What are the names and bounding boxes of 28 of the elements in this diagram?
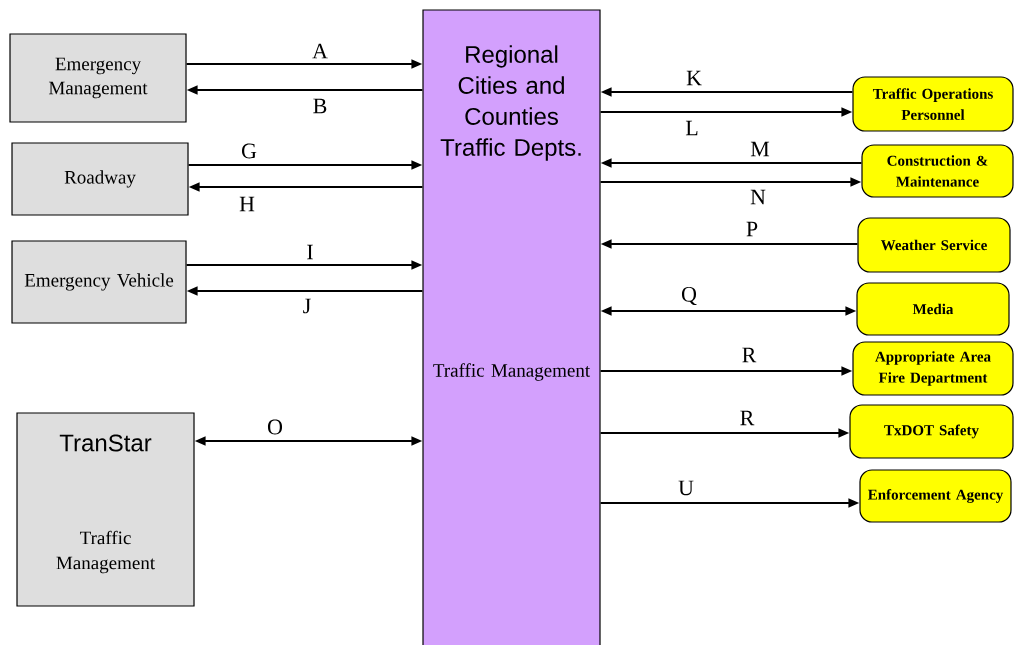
agency-box: Traffic Operations Personnel <box>852 76 1014 132</box>
edge-label: H <box>239 196 255 212</box>
edge-label: J <box>303 298 311 314</box>
agency-box: Construction & Maintenance <box>861 144 1014 198</box>
edge-label: P <box>746 221 758 237</box>
edge-label: O <box>267 419 283 435</box>
edge-label: B <box>313 98 327 114</box>
edge-label: L <box>685 120 698 136</box>
edge-label: R <box>740 410 755 426</box>
edge-label: I <box>307 244 313 260</box>
agency-box: Enforcement Agency <box>859 469 1012 523</box>
system-box: Roadway <box>11 142 189 216</box>
edge-label: N <box>750 189 766 205</box>
system-box: TranStar Traffic Management <box>16 412 195 607</box>
edge-label: A <box>312 43 328 59</box>
agency-box: TxDOT Safety <box>849 404 1014 459</box>
agency-box: Media <box>856 282 1010 336</box>
edge-label: U <box>678 480 694 496</box>
edge-label: M <box>750 141 770 157</box>
edge-label: R <box>742 347 757 363</box>
edge-label: Q <box>681 286 697 306</box>
edge-label: K <box>686 70 702 86</box>
system-box: Emergency Management <box>9 33 187 123</box>
department-box: Regional Cities and Counties Traffic Depts. Traffic Management <box>422 9 601 645</box>
system-box: Emergency Vehicle <box>11 240 187 324</box>
edge-label: G <box>241 143 257 159</box>
agency-box: Appropriate Area Fire Department <box>852 341 1014 396</box>
agency-box: Weather Service <box>857 217 1011 273</box>
